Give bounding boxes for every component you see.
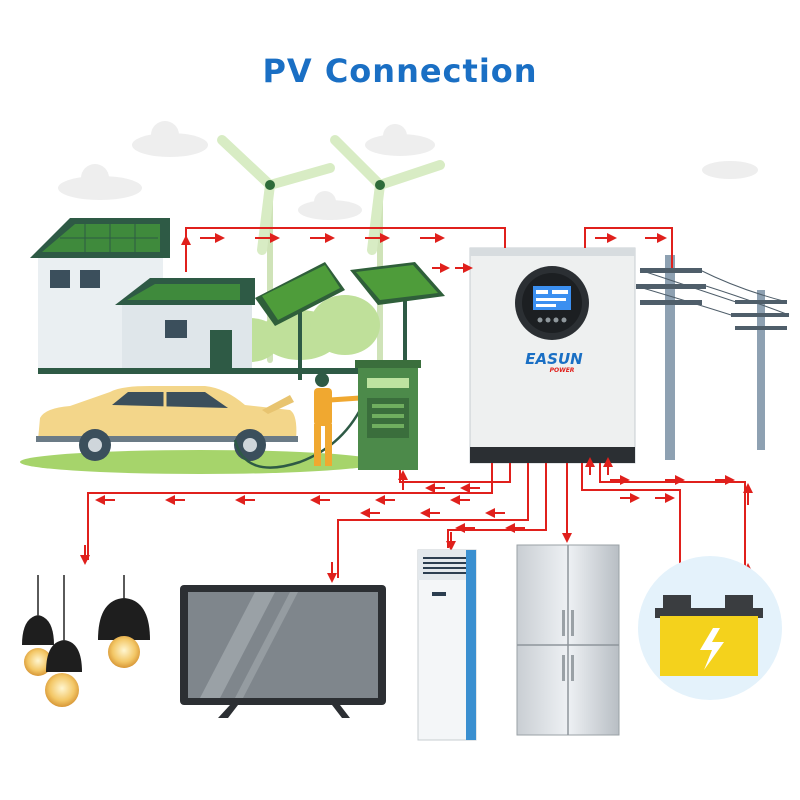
charging-cable xyxy=(233,399,367,469)
ground xyxy=(20,450,380,474)
light-bulb-icon xyxy=(22,575,150,707)
clouds xyxy=(58,121,758,220)
wind-turbine-icon xyxy=(217,135,445,363)
electric-car-icon xyxy=(36,386,298,461)
inverter-icon: EASUN POWER xyxy=(469,247,636,464)
battery-icon xyxy=(638,556,782,700)
inverter-brand-sub: POWER xyxy=(550,367,575,374)
utility-pole-icon xyxy=(635,255,790,460)
air-conditioner-icon xyxy=(417,549,477,741)
charging-station-icon xyxy=(355,360,421,470)
refrigerator-icon xyxy=(516,544,620,736)
house-icon xyxy=(30,218,418,374)
television-icon xyxy=(180,585,386,718)
page-title: PV Connection xyxy=(262,52,538,90)
worker-icon xyxy=(314,373,361,466)
solar-panel-icon xyxy=(255,262,445,380)
inverter-brand: EASUN xyxy=(525,350,583,368)
